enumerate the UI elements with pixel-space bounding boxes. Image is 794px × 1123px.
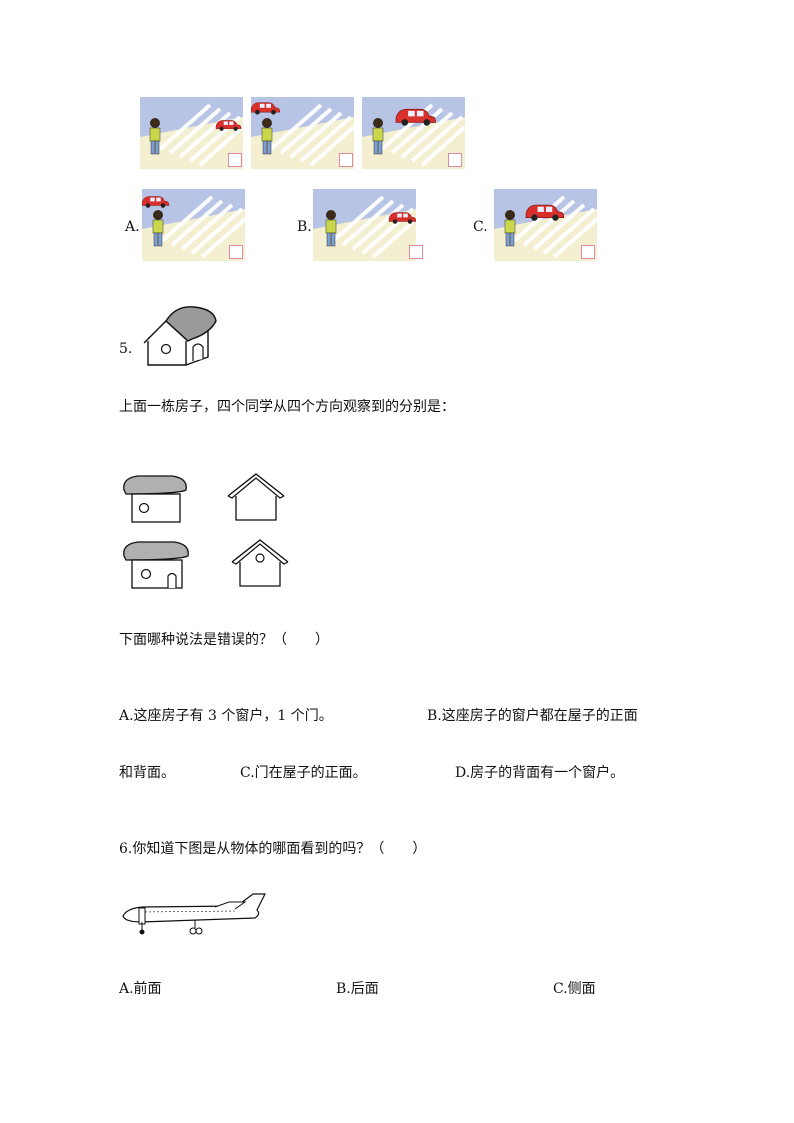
view-side-house-plain (226, 470, 288, 530)
scene-top-1 (140, 97, 243, 169)
answer-checkbox[interactable] (339, 153, 353, 167)
option-label-c: C. (473, 219, 488, 235)
answer-checkbox[interactable] (448, 153, 462, 167)
house-3d-illustration (136, 303, 220, 375)
view-back-house (120, 536, 192, 596)
q5-option-b-cont: 和背面。 (119, 765, 175, 781)
option-label-b: B. (297, 219, 312, 235)
option-b-checkbox[interactable] (409, 245, 423, 259)
q5-option-b: B.这座房子的窗户都在屋子的正面 (427, 708, 638, 724)
scene-top-3 (362, 97, 465, 169)
q6-option-b: B.后面 (336, 981, 379, 997)
scene-top-2 (251, 97, 354, 169)
airplane-side-view (119, 890, 269, 944)
question-6: 6.你知道下图是从物体的哪面看到的吗？（ ） (119, 841, 427, 857)
q5-option-c: C.门在屋子的正面。 (240, 765, 367, 781)
scene-option-b (313, 189, 423, 261)
question-5-number: 5. (119, 341, 133, 357)
q5-option-d: D.房子的背面有一个窗户。 (455, 765, 625, 781)
scene-option-a (142, 189, 245, 261)
scene-option-c (494, 189, 597, 261)
view-side-house-window (230, 536, 292, 596)
q6-option-c: C.侧面 (553, 981, 596, 997)
q5-option-a: A.这座房子有 3 个窗户，1 个门。 (119, 708, 333, 724)
option-a-checkbox[interactable] (229, 245, 243, 259)
option-label-a: A. (125, 219, 140, 235)
question-5-prompt: 上面一栋房子，四个同学从四个方向观察到的分别是： (119, 399, 455, 415)
q6-option-a: A.前面 (119, 981, 162, 997)
answer-checkbox[interactable] (228, 153, 242, 167)
question-5-question: 下面哪种说法是错误的？（ ） (119, 632, 329, 648)
option-c-checkbox[interactable] (581, 245, 595, 259)
view-front-house (120, 470, 190, 530)
